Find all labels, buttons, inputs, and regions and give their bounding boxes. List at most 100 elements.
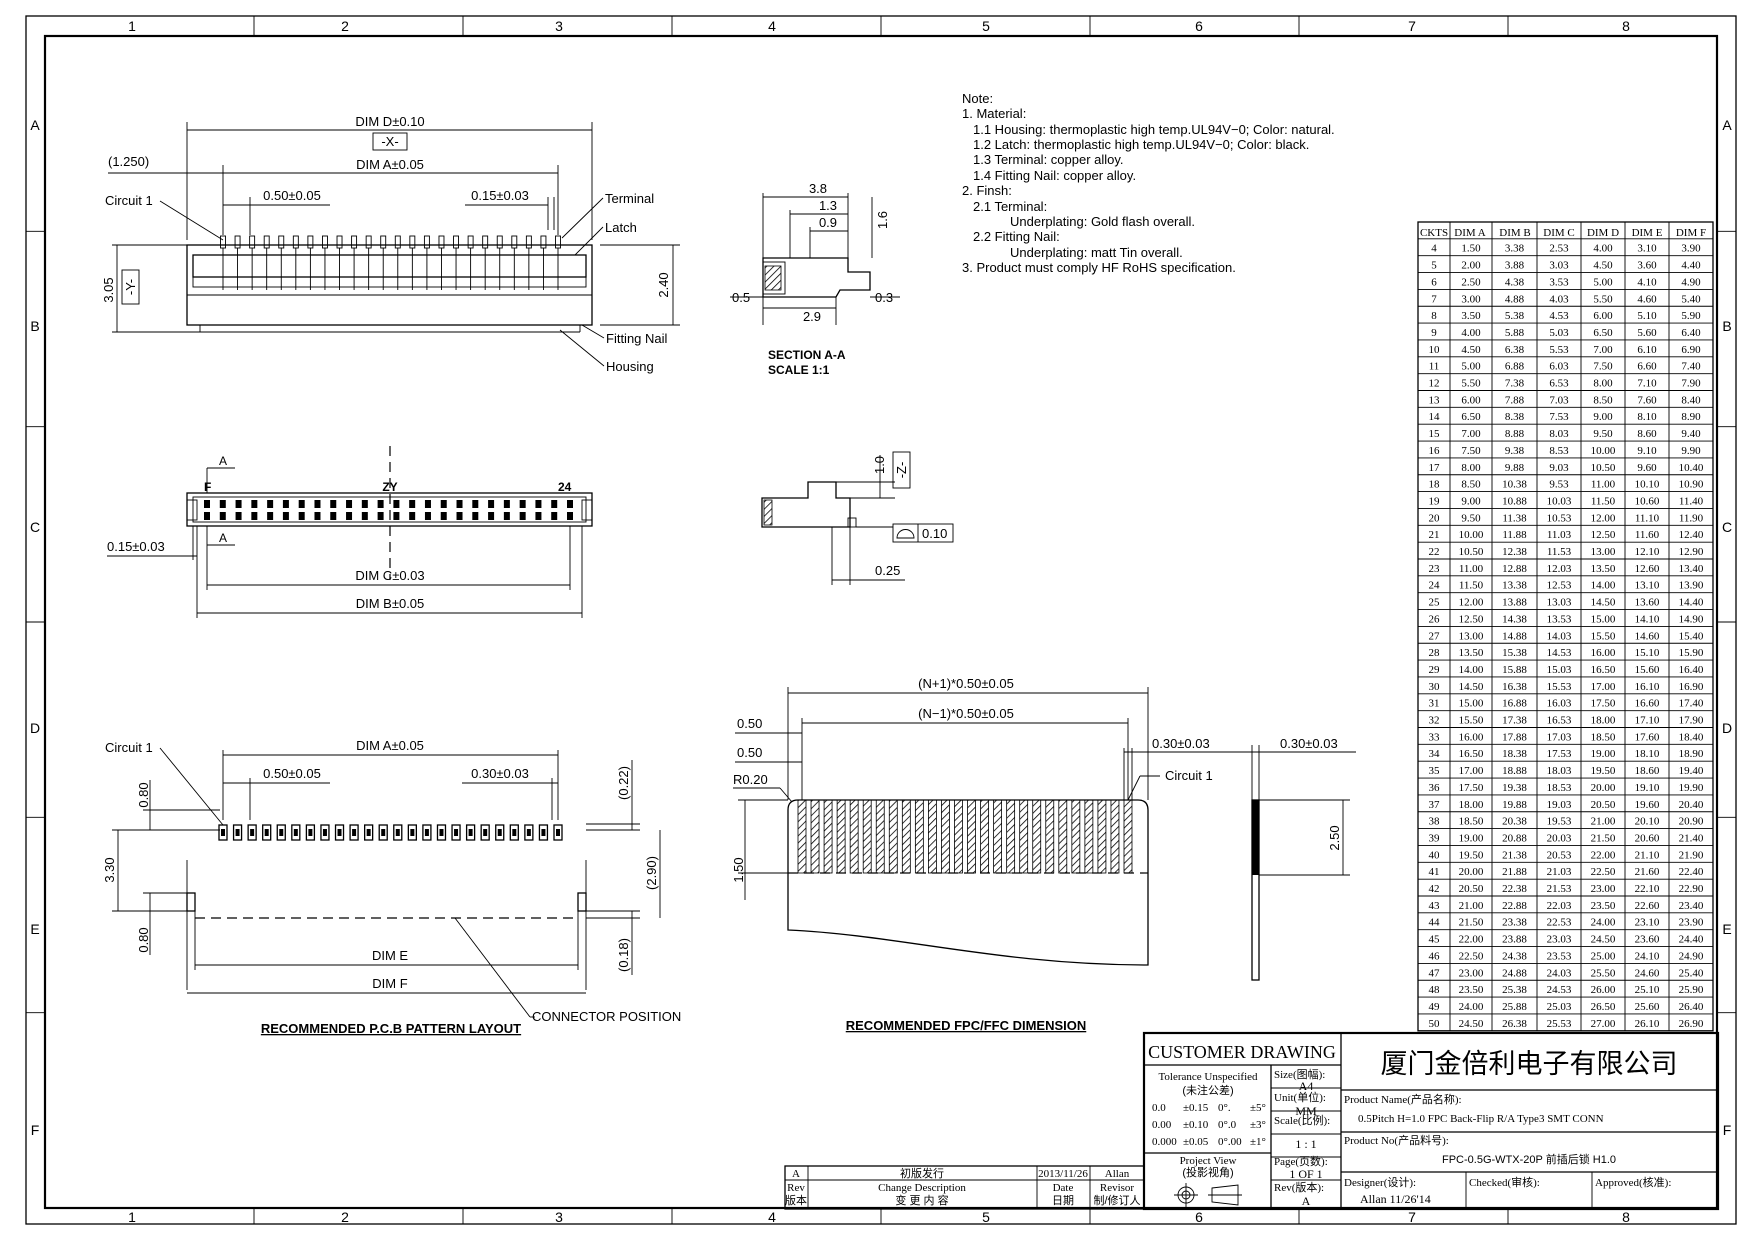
note-line: 3. Product must comply HF RoHS specifica… xyxy=(962,260,1236,275)
tolerance-cell: 0°.0 xyxy=(1218,1119,1237,1131)
fpc-trace xyxy=(1071,799,1081,874)
contact-pad xyxy=(409,500,416,508)
fpc-trace xyxy=(1058,799,1068,874)
terminal-pin xyxy=(307,235,314,249)
fpc-trace xyxy=(901,799,911,874)
table-cell: 4 xyxy=(1431,243,1437,255)
table-cell: 15.50 xyxy=(1459,715,1484,727)
contact-pad xyxy=(251,512,258,520)
table-cell: 24.10 xyxy=(1635,950,1660,962)
table-cell: 26.10 xyxy=(1635,1018,1660,1030)
table-cell: 32 xyxy=(1429,715,1440,727)
rev-row-rev: A xyxy=(792,1168,800,1180)
table-cell: 13 xyxy=(1429,394,1441,406)
fpc-dim-n-minus: (N−1)*0.50±0.05 xyxy=(918,706,1014,721)
table-cell: 11.40 xyxy=(1679,495,1704,507)
fpc-trace xyxy=(823,799,833,874)
table-cell: 4.53 xyxy=(1549,310,1569,322)
table-cell: 16.88 xyxy=(1502,698,1527,710)
table-cell: 4.40 xyxy=(1681,260,1701,272)
table-cell: 12 xyxy=(1429,378,1440,390)
table-cell: 7.90 xyxy=(1681,378,1701,390)
table-cell: 7.88 xyxy=(1505,394,1525,406)
pcb-pad xyxy=(378,824,388,841)
table-cell: 21.53 xyxy=(1547,883,1572,895)
table-cell: 21.50 xyxy=(1591,832,1616,844)
pcb-dim-330: 3.30 xyxy=(102,857,117,882)
table-cell: 4.60 xyxy=(1637,293,1657,305)
table-cell: 24.50 xyxy=(1591,934,1616,946)
unit-value: MM xyxy=(1295,1104,1317,1118)
table-cell: 34 xyxy=(1429,748,1441,760)
pcb-pad xyxy=(422,824,432,841)
table-cell: 5.00 xyxy=(1461,361,1481,373)
fpc-dimension: (N+1)*0.50±0.05 (N−1)*0.50±0.05 0.50 0.5… xyxy=(731,676,1356,1033)
table-cell: 14.50 xyxy=(1591,597,1616,609)
terminal-pin xyxy=(467,235,474,249)
table-cell: 13.50 xyxy=(1459,647,1484,659)
table-cell: 8.60 xyxy=(1637,428,1657,440)
table-cell: 3.90 xyxy=(1681,243,1701,255)
terminal-width-label: 0.15±0.03 xyxy=(471,188,529,203)
table-cell: 16.40 xyxy=(1679,664,1704,676)
table-cell: 21.00 xyxy=(1591,816,1616,828)
rev-row-revisor: Allan xyxy=(1105,1168,1130,1180)
col-label: 3 xyxy=(555,18,563,34)
flatness-value: 0.10 xyxy=(922,526,947,541)
section-dim-09: 0.9 xyxy=(819,215,837,230)
table-cell: 25 xyxy=(1429,597,1441,609)
section-dim-13: 1.3 xyxy=(819,198,837,213)
table-cell: 21.10 xyxy=(1635,849,1660,861)
table-cell: 3.88 xyxy=(1505,260,1525,272)
rev-header: Revisor xyxy=(1100,1182,1135,1194)
fpc-trace xyxy=(980,799,989,874)
table-cell: 8.10 xyxy=(1637,411,1657,423)
table-cell: 10.50 xyxy=(1591,462,1616,474)
contact-pad xyxy=(409,512,416,520)
table-cell: 8.38 xyxy=(1505,411,1525,423)
table-cell: 6.00 xyxy=(1461,394,1481,406)
table-cell: 19.00 xyxy=(1591,748,1616,760)
table-cell: 6.10 xyxy=(1637,344,1657,356)
contact-pad xyxy=(330,512,337,520)
table-cell: 17.38 xyxy=(1502,715,1527,727)
rev-row-desc: 初版发行 xyxy=(900,1166,944,1180)
table-cell: 21.40 xyxy=(1679,832,1704,844)
table-cell: 11.60 xyxy=(1635,529,1660,541)
table-cell: 13.00 xyxy=(1591,546,1616,558)
table-cell: 10.00 xyxy=(1459,529,1484,541)
side-dim-10: 1.0 xyxy=(872,456,887,474)
table-cell: 20.88 xyxy=(1502,832,1527,844)
pcb-pad xyxy=(262,824,272,841)
table-cell: 18.03 xyxy=(1547,765,1572,777)
table-cell: 16.90 xyxy=(1679,681,1704,693)
table-cell: 7.00 xyxy=(1593,344,1613,356)
terminal-pin xyxy=(496,235,503,249)
row-labels-left: A B C D E F xyxy=(30,117,40,1138)
table-header: DIM F xyxy=(1676,227,1706,239)
table-cell: 15 xyxy=(1429,428,1441,440)
terminal-pin xyxy=(438,235,445,249)
table-cell: 13.60 xyxy=(1635,597,1660,609)
terminal-pin xyxy=(453,235,459,249)
contact-pad xyxy=(267,500,274,508)
table-cell: 19.90 xyxy=(1679,782,1704,794)
col-label: 8 xyxy=(1622,1209,1630,1225)
table-cell: 15.53 xyxy=(1547,681,1572,693)
table-cell: 16.50 xyxy=(1591,664,1616,676)
table-cell: 18.50 xyxy=(1591,731,1616,743)
fpc-trace xyxy=(1110,799,1120,874)
table-cell: 15.00 xyxy=(1459,698,1484,710)
table-cell: 5.53 xyxy=(1549,344,1569,356)
table-cell: 6.60 xyxy=(1637,361,1657,373)
table-cell: 15.90 xyxy=(1679,647,1704,659)
table-cell: 13.40 xyxy=(1679,563,1704,575)
contact-pad xyxy=(472,512,479,520)
table-cell: 19.00 xyxy=(1459,832,1484,844)
